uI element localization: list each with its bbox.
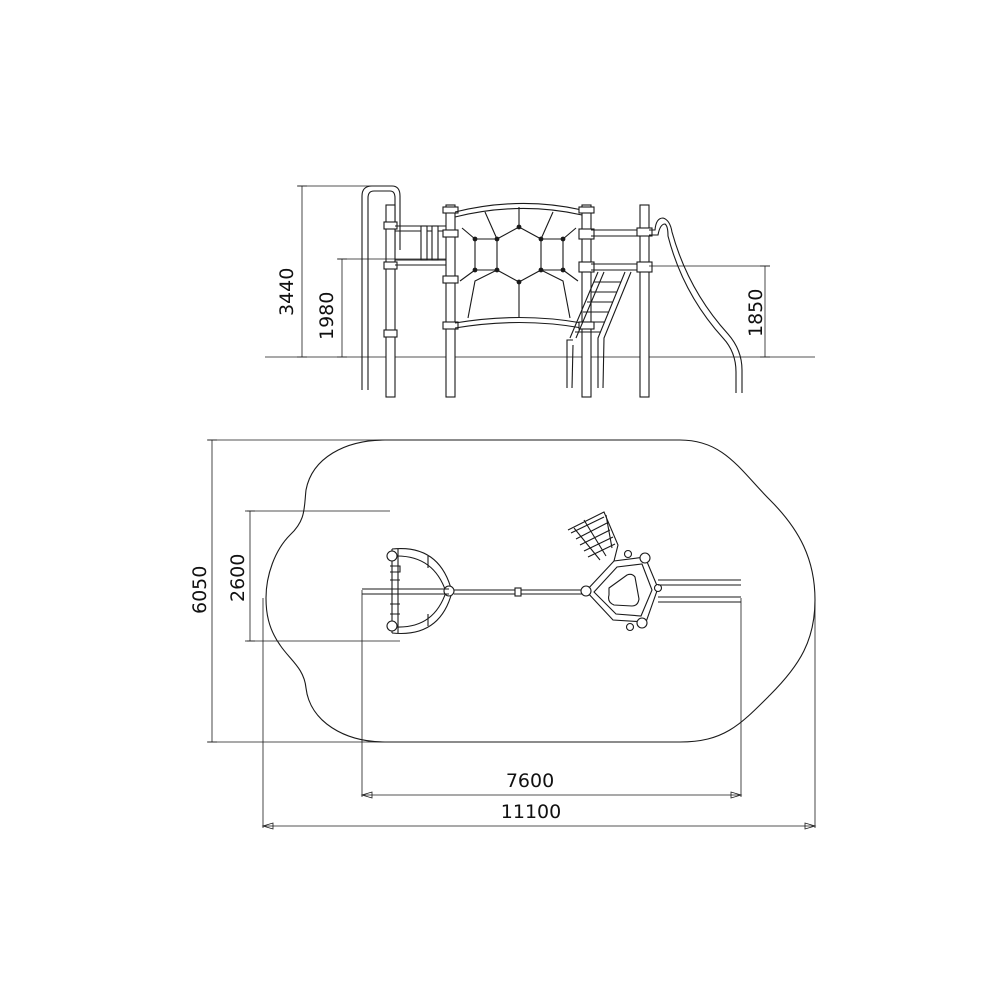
semicircle-platform [362,547,455,635]
dim-plan-depth-total: 6050 [189,566,211,614]
plan-dimensions: 6050 2600 7600 11100 [189,439,817,830]
post-2 [445,204,456,398]
triangle-tower [567,511,741,632]
post-1 [385,204,396,398]
dim-height-platform-high: 1980 [316,292,338,340]
plan-view [208,439,816,828]
step-ladder [566,271,632,389]
dim-height-platform-low: 1850 [745,289,767,337]
climbing-net [459,207,579,319]
dim-height-total: 3440 [276,268,298,316]
dim-plan-length-equipment: 7600 [506,770,554,792]
post-3 [581,204,592,398]
elevation-dimensions: 3440 1980 1850 [276,185,770,358]
dim-plan-length-total: 11100 [501,801,561,823]
elevation-view [265,185,815,398]
safety-zone-outline [265,439,816,743]
dim-plan-depth-equipment: 2600 [227,554,249,602]
slide-pole [649,217,743,393]
post-4 [639,204,650,398]
left-handrail [361,185,401,390]
